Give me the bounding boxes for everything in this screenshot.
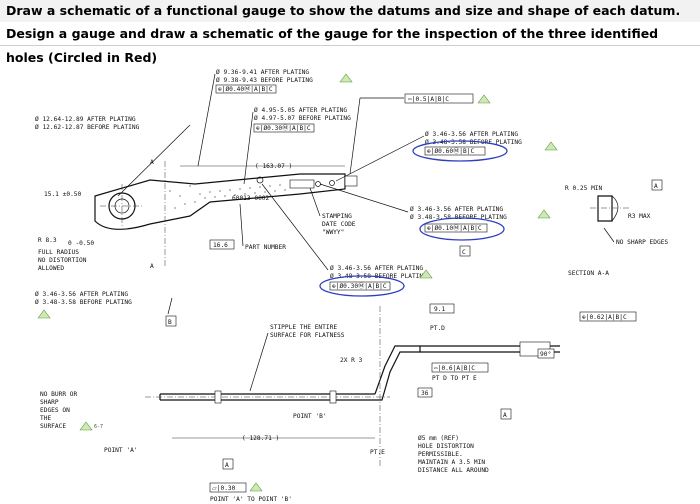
note5-5: DISTANCE ALL AROUND bbox=[418, 467, 489, 474]
date-code: DATE CODE bbox=[322, 221, 356, 228]
stipple-pattern bbox=[169, 184, 286, 209]
part-number-label: PART NUMBER bbox=[245, 244, 286, 251]
top-dia-before: Ø 9.38-9.43 BEFORE PLATING bbox=[216, 76, 313, 84]
part-outline-top bbox=[94, 173, 346, 230]
g-symbol bbox=[339, 73, 353, 83]
top-hole-callout: Ø 9.36-9.41 AFTER PLATING Ø 9.38-9.43 BE… bbox=[197, 68, 353, 167]
top-view: 60013-0002 A A bbox=[94, 159, 358, 270]
top-fcf: ⊕|Ø0.40Ⓜ|A|B|C bbox=[218, 85, 273, 93]
pt-e: PT.E bbox=[370, 449, 385, 456]
hole1-after: Ø 3.46-3.56 AFTER PLATING bbox=[425, 130, 518, 138]
no-distortion: NO DISTORTION bbox=[38, 257, 87, 264]
full-radius: FULL RADIUS bbox=[38, 249, 79, 256]
left-hole-after: Ø 3.46-3.56 AFTER PLATING bbox=[35, 290, 128, 298]
left-dia-before: Ø 12.62-12.87 BEFORE PLATING bbox=[35, 123, 140, 131]
hole3-after: Ø 3.46-3.56 AFTER PLATING bbox=[330, 264, 423, 272]
note5-1: Ø5 mm (REF) bbox=[418, 434, 459, 442]
hole-callout-1: Ø 3.46-3.56 AFTER PLATING Ø 3.48-3.58 BE… bbox=[335, 130, 558, 182]
hole3-before: Ø 3.48-3.58 BEFORE PLATING bbox=[330, 272, 427, 280]
dim-163: ( 163.07 ) bbox=[180, 163, 345, 170]
dim-36: 36 bbox=[421, 390, 429, 397]
datum-b-top: B bbox=[168, 319, 172, 326]
circled-hole-3 bbox=[319, 275, 405, 297]
side-view-notes: STIPPLE THE ENTIRE SURFACE FOR FLATNESS … bbox=[40, 303, 637, 503]
section-a-a: R 0.25 MIN A R3 MAX NO SHARP EDGES SECTI… bbox=[565, 179, 668, 277]
r3-max: R3 MAX bbox=[628, 213, 651, 220]
left-hole-callout: Ø 12.64-12.89 AFTER PLATING Ø 12.62-12.8… bbox=[35, 115, 191, 197]
datum-a-side: A bbox=[503, 412, 507, 419]
left-small-hole-callout: Ø 3.46-3.56 AFTER PLATING Ø 3.48-3.58 BE… bbox=[35, 290, 177, 327]
radius-a: R 8.3 bbox=[38, 237, 57, 244]
mid-hole bbox=[256, 176, 264, 184]
no-burr-5: SURFACE bbox=[40, 423, 66, 430]
right-hole-2 bbox=[329, 180, 335, 186]
section-profile bbox=[597, 195, 613, 222]
dim-163-text: ( 163.07 ) bbox=[255, 163, 292, 170]
no-burr-4: THE bbox=[40, 415, 51, 422]
dim-16: 16.6 bbox=[213, 242, 228, 249]
fcf-062: ⊕|0.62|A|B|C bbox=[582, 314, 627, 321]
assignment-instructions: Design a gauge and draw a schematic of t… bbox=[0, 22, 700, 65]
hole2-before: Ø 3.48-3.58 BEFORE PLATING bbox=[410, 213, 507, 221]
profile-callout: ⌓|0.5|A|B|C bbox=[349, 93, 491, 175]
dim-128: ( 128.71 ) bbox=[242, 435, 279, 442]
wwyy: "WWYY" bbox=[322, 229, 344, 236]
allowed: ALLOWED bbox=[38, 265, 64, 272]
point-a-to-b: POINT 'A' TO POINT 'B' bbox=[210, 496, 292, 503]
no-sharp-edges: NO SHARP EDGES bbox=[616, 239, 668, 246]
stipple-2: SURFACE FOR FLATNESS bbox=[270, 332, 345, 339]
right-hole-1 bbox=[315, 181, 321, 187]
point-a: POINT 'A' bbox=[104, 447, 138, 454]
note5-3: PERMISSIBLE. bbox=[418, 451, 463, 458]
point-b: POINT 'B' bbox=[293, 413, 327, 420]
profile-fcf: ⌓|0.5|A|B|C bbox=[408, 96, 449, 103]
six-seven: 6-7 bbox=[94, 424, 103, 430]
r-min: R 0.25 MIN bbox=[565, 185, 603, 192]
mid-fcf: ⊕|Ø0.30Ⓜ|A|B|C bbox=[256, 124, 311, 132]
side-view bbox=[145, 306, 560, 466]
stamping-note: STAMPING DATE CODE "WWYY" 16.6 PART NUMB… bbox=[209, 187, 356, 251]
circled-hole-1 bbox=[412, 140, 508, 162]
top-dia-after: Ø 9.36-9.41 AFTER PLATING bbox=[216, 68, 309, 76]
radius-note: R 8.3 0 -0.50 FULL RADIUS NO DISTORTION … bbox=[38, 237, 94, 272]
dim-15: 15.1 ±0.50 bbox=[44, 191, 82, 198]
note5-2: HOLE DISTORTION bbox=[418, 443, 474, 450]
hole-callout-3: Ø 3.46-3.56 AFTER PLATING Ø 3.48-3.58 BE… bbox=[261, 183, 433, 297]
stamping: STAMPING bbox=[322, 213, 352, 220]
pt-d-to-e: PT D TO PT E bbox=[432, 375, 477, 382]
hole2-fcf: ⊕|Ø0.10Ⓜ|A|B|C bbox=[427, 224, 482, 232]
flat-fcf: ⏥|0.30 bbox=[212, 485, 236, 492]
no-burr-3: EDGES ON bbox=[40, 407, 70, 414]
no-burr-2: SHARP bbox=[40, 399, 59, 406]
assignment-title: Draw a schematic of a functional gauge t… bbox=[0, 0, 700, 22]
datum-c: C bbox=[462, 249, 466, 256]
mid-hole-callout: Ø 4.95-5.05 AFTER PLATING Ø 4.97-5.07 BE… bbox=[243, 106, 351, 185]
no-burr-1: NO BURR OR bbox=[40, 391, 78, 398]
hole3-fcf: ⊕|Ø0.30Ⓜ|A|B|C bbox=[332, 282, 387, 290]
mid-dia-after: Ø 4.95-5.05 AFTER PLATING bbox=[254, 106, 347, 114]
note5-4: MAINTAIN A 3.5 MIN bbox=[418, 459, 485, 466]
hole1-fcf: ⊕|Ø0.60Ⓜ|B|C bbox=[427, 147, 474, 155]
datum-a-bottom: A bbox=[225, 462, 229, 469]
pt-d: PT.D bbox=[430, 325, 445, 332]
left-hole-before: Ø 3.48-3.58 BEFORE PLATING bbox=[35, 298, 132, 306]
deg90: 90° bbox=[540, 350, 551, 358]
hole2-after: Ø 3.46-3.56 AFTER PLATING bbox=[410, 205, 503, 213]
hatch-zone bbox=[289, 179, 315, 189]
datum-a-section: A bbox=[654, 183, 658, 190]
engineering-drawing: 60013-0002 A A Ø 9.36-9.41 AFTER PLATING… bbox=[35, 68, 668, 503]
left-dia-after: Ø 12.64-12.89 AFTER PLATING bbox=[35, 115, 136, 123]
part-number-stamp: 60013-0002 bbox=[232, 195, 270, 202]
mid-dia-before: Ø 4.97-5.07 BEFORE PLATING bbox=[254, 114, 351, 122]
right-tab bbox=[344, 175, 358, 187]
circled-hole-2 bbox=[419, 217, 505, 241]
fcf-06: ⌓|0.6|A|B|C bbox=[434, 365, 475, 372]
section-arrow-bottom-a: A bbox=[150, 263, 154, 270]
stipple-1: STIPPLE THE ENTIRE bbox=[270, 324, 337, 331]
hole-callout-2: Ø 3.46-3.56 AFTER PLATING Ø 3.48-3.58 BE… bbox=[319, 183, 551, 257]
radius-tol: 0 -0.50 bbox=[68, 240, 94, 247]
r3x2: 2X R 3 bbox=[340, 357, 363, 364]
section-label: SECTION A-A bbox=[568, 270, 609, 277]
dim-9-1: 9.1 bbox=[434, 306, 445, 313]
